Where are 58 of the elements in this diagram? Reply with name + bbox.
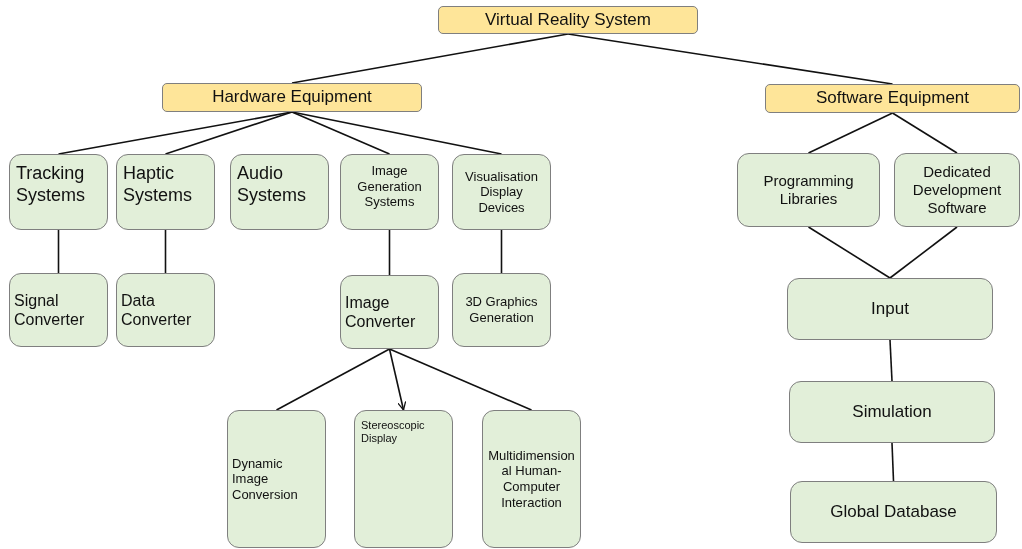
connector-line [57,229,60,274]
node-label: Multidimensional Human-Computer Interaction [487,447,576,511]
connector-line [500,229,503,274]
node-label: Image Converter [345,292,417,332]
component-box [787,278,993,340]
node-label: Input [871,298,909,320]
node-label: Audio Systems [237,163,307,207]
connector-line [889,339,893,382]
component-box [737,153,880,227]
node-label: Tracking Systems [16,163,86,207]
component-box [116,273,215,347]
component-box [227,410,326,548]
node-label: Visualisation Display Devices [464,168,539,216]
component-box [789,381,995,443]
node-label: Data Converter [121,290,193,330]
connector-line [291,111,503,155]
connector-line [291,33,569,84]
connector-line [275,348,391,411]
component-box [9,154,108,230]
node-label: Global Database [830,501,957,523]
category-box [765,84,1020,113]
connector-line [807,112,894,154]
component-box [9,273,108,347]
connector-line [891,442,895,482]
node-label: Programming Libraries [762,172,855,208]
connector-line [164,111,293,155]
node-label: Dedicated Development Software [911,163,1003,217]
component-box [790,481,997,543]
node-label: Virtual Reality System [485,9,651,31]
component-box [482,410,581,548]
component-box [354,410,453,548]
connector-line [807,226,891,279]
component-box [894,153,1020,227]
connector-line [388,229,391,276]
connector-line [164,229,167,274]
connector-line [889,226,958,279]
component-box [116,154,215,230]
node-label: Hardware Equipment [212,87,372,108]
connector-line [567,33,894,85]
component-box [452,273,551,347]
component-box [452,154,551,230]
node-label: Software Equipment [815,88,970,109]
connector-line [291,111,391,155]
node-label: Dynamic Image Conversion [232,455,299,503]
node-label: 3D Graphics Generation [464,294,539,326]
component-box [340,275,439,349]
category-box [162,83,422,112]
category-box [438,6,698,34]
component-box [340,154,439,230]
arrow [388,348,407,411]
node-label: Stereoscopic Display [361,419,426,446]
node-label: Image Generation Systems [356,163,423,210]
connector-line [891,112,958,154]
node-label: Simulation [852,401,932,423]
component-box [230,154,329,230]
connector-line [388,348,533,411]
node-label: Haptic Systems [123,163,193,207]
node-label: Signal Converter [14,290,86,330]
